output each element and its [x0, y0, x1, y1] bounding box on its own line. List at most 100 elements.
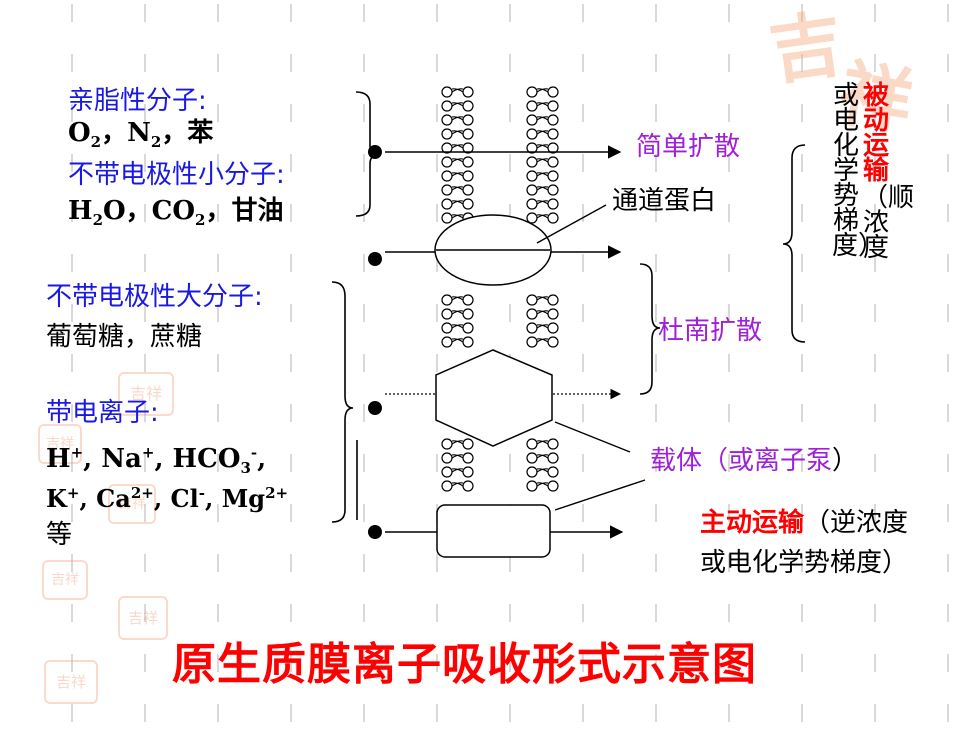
lipid-head: [547, 100, 559, 112]
label-passive-col1: （顺浓度: [862, 183, 915, 263]
lipid-head: [547, 212, 559, 224]
seal-small-2: 吉祥: [38, 424, 82, 464]
lipid-tail: [451, 172, 464, 177]
lipid-tail: [451, 130, 464, 135]
lipid-head: [526, 308, 538, 320]
lipid-head: [462, 438, 474, 450]
lipid-head: [441, 128, 453, 140]
lipid-head: [547, 128, 559, 140]
lipid-head: [547, 114, 559, 126]
lipid-head: [462, 480, 474, 492]
label-passive-col2: 或电化学势梯度）: [832, 81, 885, 261]
lipid-tail: [536, 296, 549, 301]
lipid-tail: [536, 310, 549, 315]
lipid-head: [547, 294, 559, 306]
label-lipophilic-heading: 亲脂性分子:: [68, 86, 207, 116]
label-large-nonpolar-heading: 不带电极性大分子:: [46, 282, 263, 312]
lipid-head: [547, 322, 559, 334]
lipid-head: [526, 114, 538, 126]
lipid-head: [462, 100, 474, 112]
lipid-tail: [451, 158, 464, 163]
lipid-head: [441, 308, 453, 320]
lipid-head: [526, 128, 538, 140]
page-title: 原生质膜离子吸收形式示意图: [172, 639, 757, 690]
lipid-head: [462, 128, 474, 140]
lipid-tail: [536, 172, 549, 177]
lipid-head: [441, 336, 453, 348]
lipid-head: [526, 100, 538, 112]
lipid-head: [441, 480, 453, 492]
label-active-transport: 主动运输（逆浓度: [700, 508, 909, 538]
lipid-head: [526, 294, 538, 306]
label-active-transport-line2: 或电化学势梯度）: [700, 548, 909, 578]
lipid-tail: [536, 88, 549, 93]
label-small-nonpolar-heading: 不带电极性小分子:: [68, 160, 285, 190]
lipid-tail: [451, 186, 464, 191]
lipid-head: [441, 294, 453, 306]
lipid-head: [526, 156, 538, 168]
lipid-tail: [451, 144, 464, 149]
lipid-head: [547, 198, 559, 210]
lipid-head: [526, 170, 538, 182]
lipid-tail: [451, 310, 464, 315]
lipid-tail: [451, 324, 464, 329]
lipid-head: [441, 100, 453, 112]
label-ions-line3: 等: [46, 520, 73, 550]
phospholipid-bilayer: [441, 86, 559, 492]
lipid-tail: [536, 468, 549, 473]
lipid-head: [547, 86, 559, 98]
pointer-channel-protein: [536, 204, 607, 244]
lipid-head: [526, 322, 538, 334]
lipid-tail: [451, 296, 464, 301]
molecule-dot-carrier: [368, 401, 382, 415]
ion-pump: [436, 504, 551, 558]
lipid-tail: [536, 454, 549, 459]
lipid-head: [547, 184, 559, 196]
label-lipophilic-items: O2，N2，苯: [68, 118, 214, 152]
seal-small-3: 吉祥: [108, 484, 156, 524]
lipid-head: [462, 86, 474, 98]
label-facilitated-diffusion: 杜南扩散: [658, 316, 763, 346]
lipid-head: [462, 114, 474, 126]
lipid-head: [441, 452, 453, 464]
carrier-protein: [435, 349, 553, 447]
lipid-head: [441, 86, 453, 98]
lipid-head: [462, 466, 474, 478]
lipid-head: [462, 294, 474, 306]
lipid-head: [526, 184, 538, 196]
lipid-tail: [536, 130, 549, 135]
lipid-head: [526, 466, 538, 478]
lipid-tail: [536, 144, 549, 149]
lipid-tail: [536, 482, 549, 487]
molecule-dot-simple: [368, 145, 382, 159]
lipid-tail: [536, 186, 549, 191]
lipid-tail: [451, 116, 464, 121]
lipid-head: [462, 322, 474, 334]
lipid-head: [526, 86, 538, 98]
lipid-head: [526, 480, 538, 492]
lipid-tail: [451, 102, 464, 107]
lipid-head: [526, 336, 538, 348]
lipid-head: [462, 452, 474, 464]
lipid-tail: [451, 214, 464, 219]
lipid-head: [441, 212, 453, 224]
seal-small-4: 吉祥: [42, 560, 88, 600]
lipid-head: [526, 452, 538, 464]
lipid-tail: [451, 468, 464, 473]
lipid-head: [547, 170, 559, 182]
pointer-ion-pump: [554, 479, 646, 511]
lipid-head: [526, 438, 538, 450]
lipid-head: [547, 308, 559, 320]
molecule-dot-channel: [368, 252, 382, 266]
lipid-tail: [451, 440, 464, 445]
label-large-nonpolar-items: 葡萄糖，蔗糖: [46, 322, 203, 352]
label-small-nonpolar-items: H2O，CO2，甘油: [68, 196, 284, 230]
pointer-carrier: [554, 421, 631, 453]
lipid-tail: [536, 200, 549, 205]
lipid-head: [441, 322, 453, 334]
lipid-head: [547, 336, 559, 348]
label-channel-protein: 通道蛋白: [612, 186, 717, 216]
